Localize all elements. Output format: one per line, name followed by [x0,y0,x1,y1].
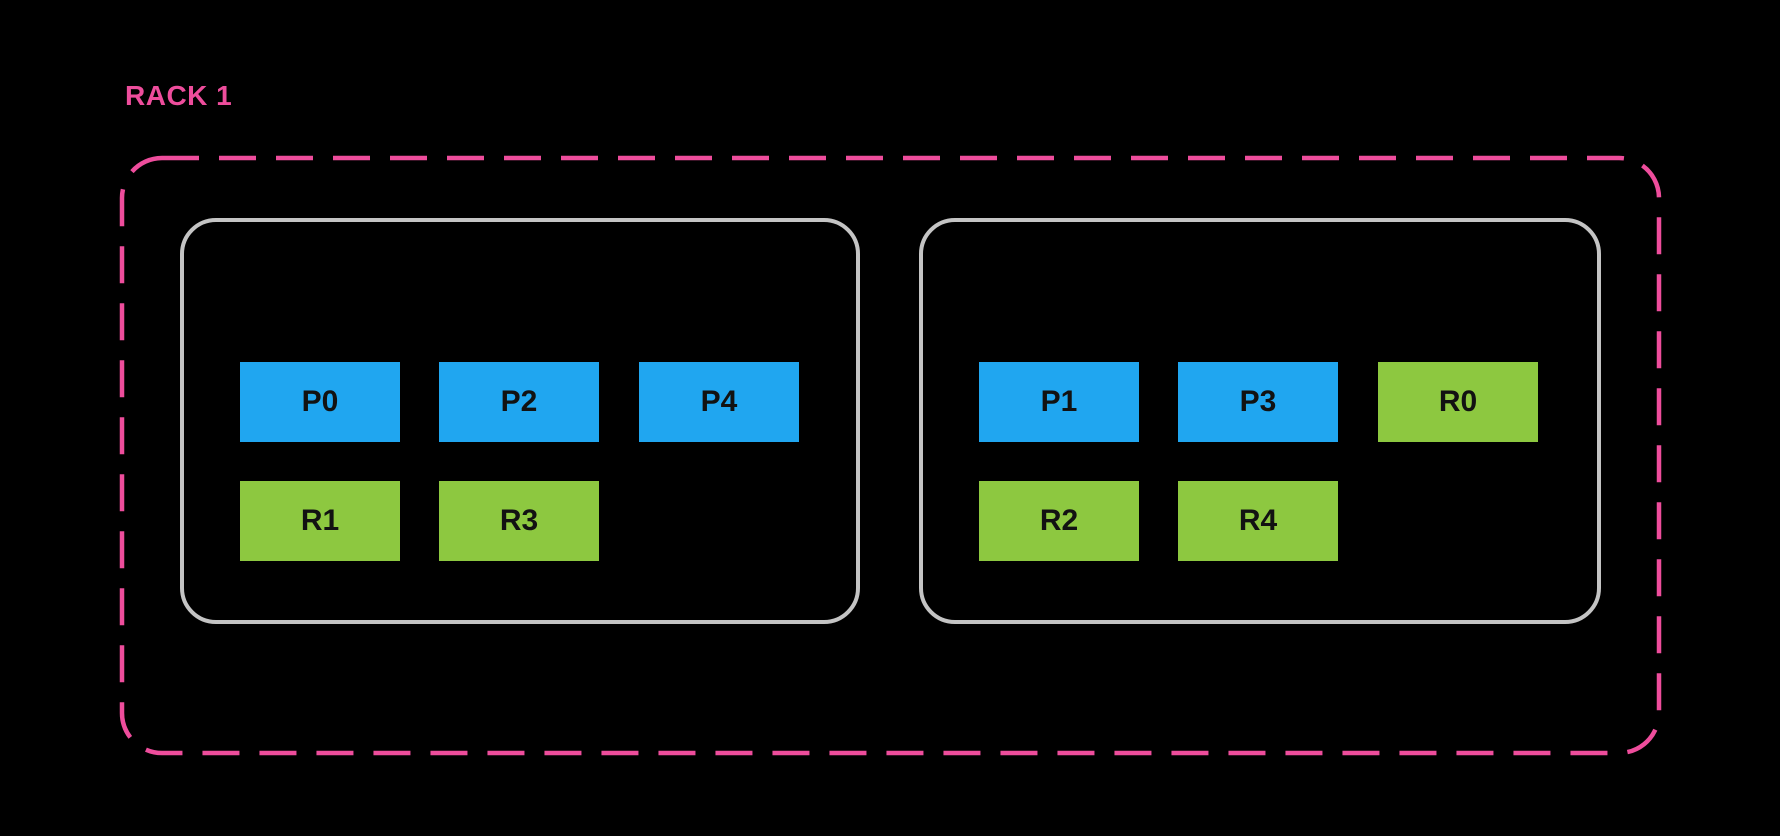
box-p3: P3 [1178,362,1338,442]
host-node-left: P0 P2 P4 R1 R3 [180,218,860,624]
box-r0: R0 [1378,362,1538,442]
box-r1: R1 [240,481,400,561]
host-node-right: P1 P3 R0 R2 R4 [919,218,1601,624]
box-p1: P1 [979,362,1139,442]
rack-title: RACK 1 [125,80,233,111]
box-r2: R2 [979,481,1139,561]
box-p2: P2 [439,362,599,442]
box-r3: R3 [439,481,599,561]
box-r4: R4 [1178,481,1338,561]
box-p4: P4 [639,362,799,442]
box-p0: P0 [240,362,400,442]
